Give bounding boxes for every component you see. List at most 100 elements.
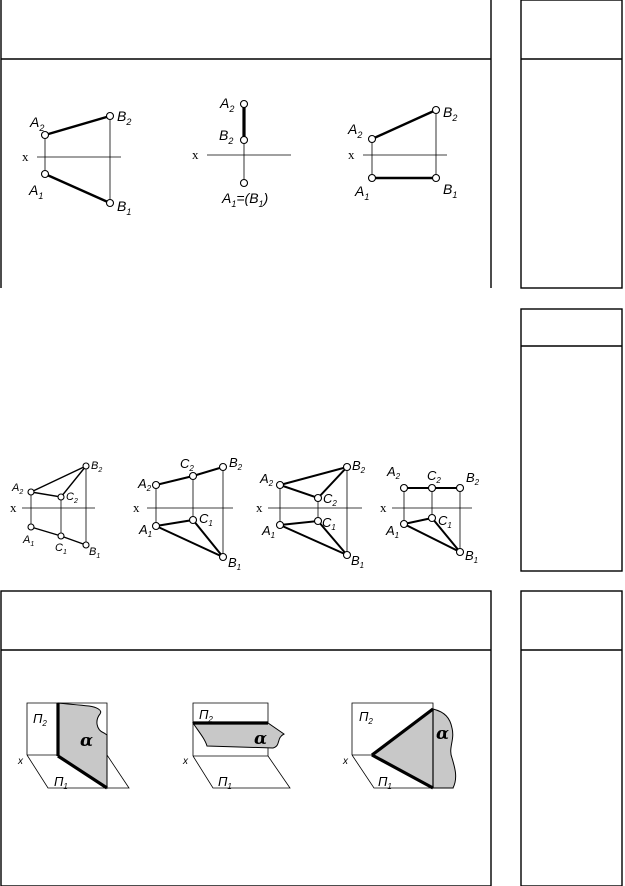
point-C2 bbox=[57, 493, 65, 501]
section2-side-box bbox=[520, 308, 623, 572]
label-B2: B2 bbox=[229, 455, 243, 472]
point-A2 bbox=[151, 480, 161, 490]
point-C1 bbox=[313, 516, 323, 526]
label-B2: B2 bbox=[466, 470, 480, 487]
s2-fig4: x A2 C2 B2 A1 C1 B1 bbox=[380, 464, 480, 565]
label-C2: C2 bbox=[66, 491, 78, 505]
label-A2: A2 bbox=[219, 95, 234, 114]
axis-label: x bbox=[182, 756, 189, 767]
label-A2: A2 bbox=[259, 471, 274, 488]
label-B1: B1 bbox=[351, 553, 364, 570]
label-pi2: Π2 bbox=[359, 709, 373, 726]
label-C1: C1 bbox=[199, 511, 213, 528]
section3-side-box bbox=[520, 590, 623, 886]
point-A2 bbox=[399, 483, 409, 493]
s3-fig1: Π2 Π1 α x bbox=[17, 702, 130, 791]
label-B1: B1 bbox=[117, 198, 131, 217]
axis-label: x bbox=[10, 500, 17, 515]
label-B2: B2 bbox=[117, 108, 131, 127]
point-C1 bbox=[57, 532, 65, 540]
point-B2 bbox=[342, 462, 352, 472]
label-A1: A1 bbox=[28, 182, 43, 201]
label-B2: B2 bbox=[443, 104, 457, 123]
point-B1 bbox=[455, 547, 465, 557]
axis-label: x bbox=[17, 756, 24, 767]
point-C1 bbox=[427, 513, 437, 523]
point-B2 bbox=[239, 135, 249, 145]
label-B2: B2 bbox=[91, 460, 102, 474]
label-pi2: Π2 bbox=[199, 707, 213, 724]
label-A2: A2 bbox=[137, 476, 152, 493]
label-pi2: Π2 bbox=[33, 711, 47, 728]
point-B2 bbox=[105, 111, 115, 121]
label-A1: A1 bbox=[138, 522, 152, 539]
axis-label: x bbox=[348, 147, 355, 162]
label-C2: C2 bbox=[427, 468, 441, 485]
point-C2 bbox=[188, 471, 198, 481]
label-B1: B1 bbox=[465, 548, 478, 565]
point-C2 bbox=[313, 493, 323, 503]
label-A1: A1 bbox=[261, 523, 275, 540]
point-B1 bbox=[342, 550, 352, 560]
label-A2: A2 bbox=[29, 114, 44, 133]
label-pi1: Π1 bbox=[218, 774, 232, 791]
axis-label: x bbox=[192, 147, 199, 162]
section3-frame bbox=[0, 590, 492, 886]
point-A1 bbox=[27, 523, 35, 531]
label-C1: C1 bbox=[322, 515, 336, 532]
point-A1 bbox=[367, 173, 377, 183]
label-A2: A2 bbox=[386, 464, 401, 481]
point-A2 bbox=[367, 134, 377, 144]
label-alpha: α bbox=[254, 729, 267, 749]
label-B1: B1 bbox=[443, 181, 457, 200]
s3-fig2: Π2 Π1 α x bbox=[182, 702, 291, 791]
point-B1 bbox=[105, 198, 115, 208]
label-A1: A1 bbox=[354, 183, 369, 202]
label-A1: A1 bbox=[385, 523, 399, 540]
section1-side-box bbox=[520, 0, 623, 289]
point-C2 bbox=[427, 483, 437, 493]
point-B1 bbox=[218, 552, 228, 562]
point-A2 bbox=[40, 130, 50, 140]
label-C2: C2 bbox=[323, 491, 337, 508]
label-A1-B1: A1=(B1) bbox=[221, 190, 268, 209]
point-A1 bbox=[275, 520, 285, 530]
label-pi1: Π1 bbox=[54, 774, 68, 791]
point-B2 bbox=[455, 483, 465, 493]
point-B2 bbox=[431, 105, 441, 115]
s1-fig2: x A2 B2 A1=(B1) bbox=[192, 95, 291, 209]
point-C1 bbox=[188, 515, 198, 525]
label-B2: B2 bbox=[352, 458, 366, 475]
axis-label: x bbox=[342, 756, 349, 767]
label-pi1: Π1 bbox=[378, 774, 392, 791]
label-B2: B2 bbox=[219, 127, 233, 146]
point-A2 bbox=[275, 480, 285, 490]
s2-fig3: x A2 B2 C2 A1 C1 B1 bbox=[256, 458, 366, 570]
point-A1 bbox=[40, 169, 50, 179]
axis-label: x bbox=[256, 500, 263, 515]
label-A1: A1 bbox=[22, 534, 34, 548]
axis-label: x bbox=[22, 149, 29, 164]
axis-label: x bbox=[133, 500, 140, 515]
s1-fig3: x A2 B2 A1 B1 bbox=[347, 104, 457, 202]
label-C1: C1 bbox=[55, 542, 67, 556]
label-A2: A2 bbox=[347, 121, 362, 140]
point-A2 bbox=[27, 488, 35, 496]
point-A1 bbox=[151, 521, 161, 531]
point-B2 bbox=[82, 462, 90, 470]
s1-fig1: x A2 B2 A1 B1 bbox=[22, 108, 131, 217]
label-alpha: α bbox=[80, 731, 93, 751]
point-A2 bbox=[239, 99, 249, 109]
point-B2 bbox=[218, 462, 228, 472]
s3-fig3: Π2 Π1 α x bbox=[342, 702, 457, 791]
label-A2: A2 bbox=[11, 482, 23, 496]
s2-fig2: x A2 C2 B2 A1 C1 B1 bbox=[133, 455, 243, 572]
s2-fig1: x A2 B2 C2 A1 C1 B1 bbox=[10, 460, 102, 560]
label-C1: C1 bbox=[438, 513, 452, 530]
section1-frame bbox=[0, 0, 492, 288]
point-B1 bbox=[82, 541, 90, 549]
point-A1-B1 bbox=[239, 178, 249, 188]
point-B1 bbox=[431, 173, 441, 183]
axis-label: x bbox=[380, 500, 387, 515]
